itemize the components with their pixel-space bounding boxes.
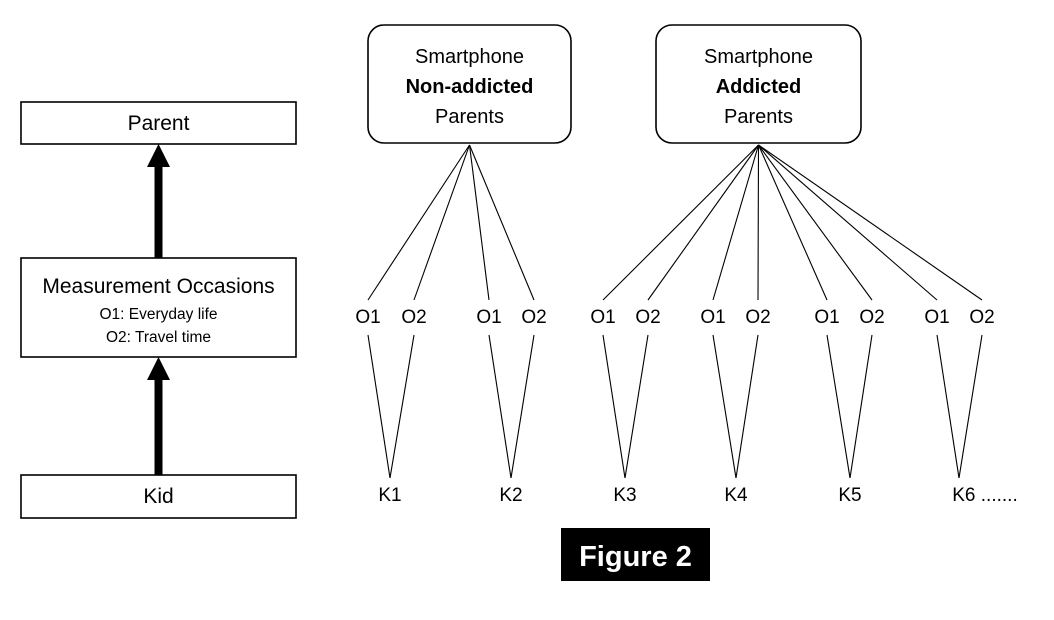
fan-line [758,144,938,301]
addicted-line-3: Parents [724,106,793,128]
kid-link [510,334,535,479]
occasion-label-o1-k6: O1 [924,307,949,328]
kid-link [958,334,983,479]
figure-badge-rect [561,528,710,581]
occasion-label-o1-k3: O1 [590,307,615,328]
kid-label-k3: K3 [613,485,636,506]
kid-box-label: Kid [143,485,173,508]
kid-link [712,334,737,479]
fan-line [758,144,983,301]
occasion-label-o2-k3: O2 [635,307,660,328]
kid-label-k2: K2 [499,485,522,506]
occasion-label-o1-k4: O1 [700,307,725,328]
occasions-box-rect [20,257,297,358]
kid-link [389,334,415,479]
non-addicted-line-3: Parents [435,106,504,128]
arrow-head-icon [147,144,170,167]
arrow-kid-to-occasions [147,357,170,475]
occasion-label-o1-k5: O1 [814,307,839,328]
occasion-label-o2-k5: O2 [859,307,884,328]
arrow-occasions-to-parent [147,144,170,258]
left-panel: Parent Measurement Occasions O1: Everyda… [20,101,297,519]
fan-line [757,144,760,301]
fan-line [413,144,471,301]
addicted-kid-connectors [602,334,983,479]
fan-line [757,144,828,301]
figure-badge-label: Figure 2 [579,541,692,573]
addicted-box-rect [655,24,862,144]
non-addicted-line-1: Smartphone [415,46,524,68]
kid-link [936,334,960,479]
occasion-label-o1-k2: O1 [476,307,501,328]
non-addicted-fan-lines [367,144,535,301]
kid-box-rect [20,474,297,519]
fan-line [758,144,873,301]
arrow-head-icon [147,357,170,380]
figure-badge: Figure 2 [561,528,710,581]
non-addicted-kid-connectors [367,334,535,479]
parent-box-rect [20,101,297,145]
non-addicted-line-2: Non-addicted [406,76,534,98]
kid-link [488,334,512,479]
level-box-parent: Parent [20,101,297,145]
non-addicted-box-rect [367,24,572,144]
fan-line [602,144,759,301]
group-non-addicted: Smartphone Non-addicted Parents O1 O2 O1… [355,24,572,506]
kid-label-k6: K6 ....... [952,485,1017,506]
level-box-kid: Kid [20,474,297,519]
occasion-label-o2-k6: O2 [969,307,994,328]
kid-link [367,334,391,479]
occasions-box-label: Measurement Occasions [42,275,274,298]
group-addicted: Smartphone Addicted Parents O1 O2 O1 O2 … [590,24,1018,506]
occasions-sub-line-1: O1: Everyday life [99,306,217,323]
kid-link [735,334,759,479]
addicted-line-2: Addicted [716,76,802,98]
occasion-label-o1-k1: O1 [355,307,380,328]
addicted-line-1: Smartphone [704,46,813,68]
addicted-fan-lines [602,144,983,301]
fan-line [367,144,470,301]
kid-link [826,334,851,479]
fan-line [468,144,490,301]
kid-label-k1: K1 [378,485,401,506]
occasions-sub-line-2: O2: Travel time [106,329,211,346]
kid-link [624,334,649,479]
kid-link [849,334,873,479]
fan-line [647,144,759,301]
level-box-measurement-occasions: Measurement Occasions O1: Everyday life … [20,257,297,358]
occasion-label-o2-k4: O2 [745,307,770,328]
parent-box-label: Parent [128,112,190,135]
fan-line [468,144,535,301]
occasion-label-o2-k1: O2 [401,307,426,328]
kid-link [602,334,626,479]
kid-label-k5: K5 [838,485,861,506]
kid-label-k4: K4 [724,485,748,506]
occasion-label-o2-k2: O2 [521,307,546,328]
fan-line [712,144,760,301]
